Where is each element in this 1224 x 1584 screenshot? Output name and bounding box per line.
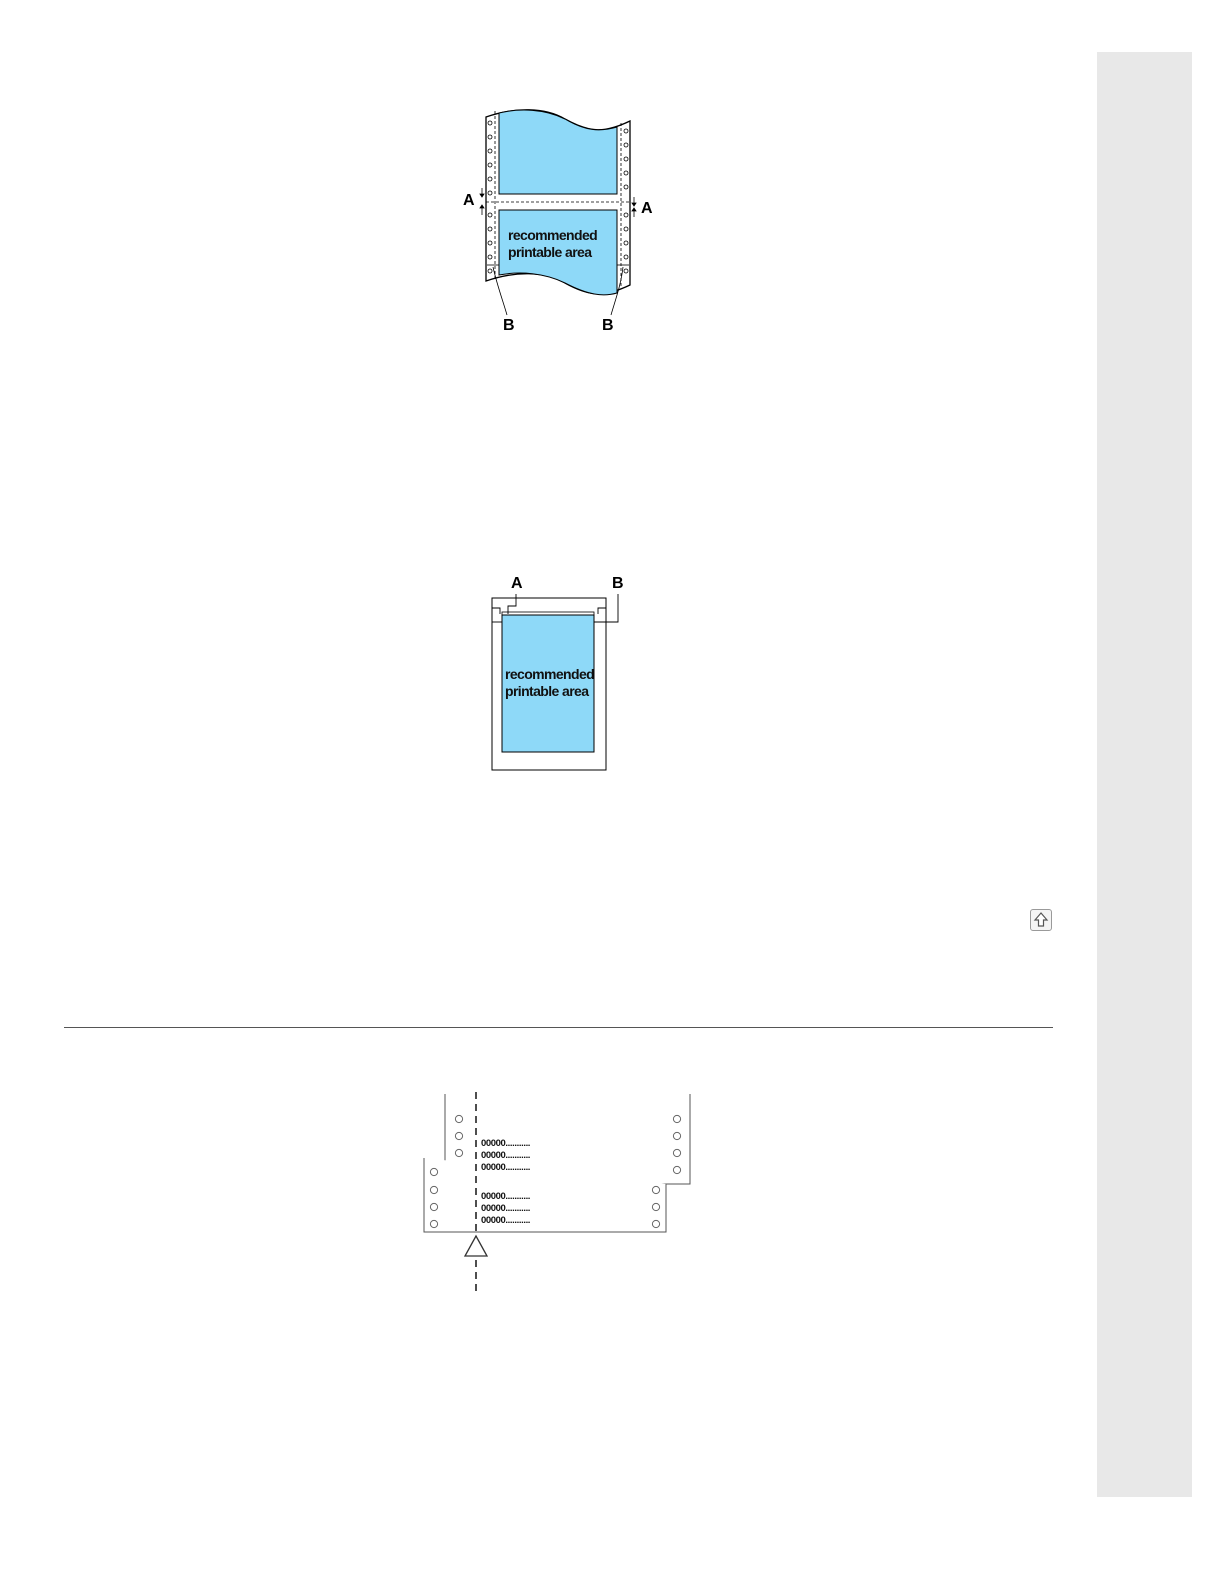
row-text: 00000........... [481, 1138, 530, 1149]
arrow-up-icon [1031, 910, 1051, 930]
label-b: B [612, 575, 624, 592]
single-sheet-figure: A B recommended printable area [480, 570, 630, 775]
area-label-line1: recommended [505, 666, 594, 682]
overlapping-sheets-figure: 00000........... 00000........... 00000.… [418, 1090, 698, 1300]
continuous-paper-figure: A A B B recommended printable area [455, 105, 665, 340]
label-a-right: A [641, 200, 653, 217]
label-b-right: B [602, 317, 614, 334]
label-a-left: A [463, 192, 475, 209]
label-b-left: B [503, 317, 515, 334]
row-text: 00000........... [481, 1150, 530, 1161]
section-divider [64, 1027, 1053, 1028]
row-text: 00000........... [481, 1162, 530, 1173]
area-label-line1: recommended [508, 227, 597, 243]
row-text: 00000........... [481, 1191, 530, 1202]
label-a: A [511, 575, 523, 592]
area-label-line2: printable area [505, 683, 589, 699]
row-text: 00000........... [481, 1215, 530, 1226]
row-text: 00000........... [481, 1203, 530, 1214]
right-sidebar [1097, 52, 1192, 1497]
area-label-line2: printable area [508, 244, 592, 260]
back-to-top-button[interactable] [1030, 909, 1052, 931]
